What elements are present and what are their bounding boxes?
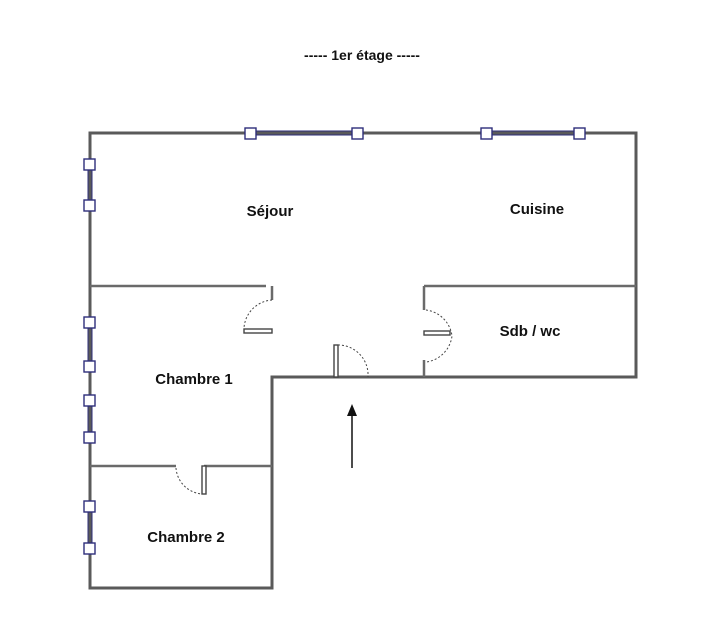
- room-label-chambre1: Chambre 1: [155, 371, 233, 388]
- room-label-sdb: Sdb / wc: [500, 323, 561, 340]
- window-left-4-node-bottom: [83, 542, 96, 555]
- interior-walls: [90, 284, 636, 468]
- window-left-3-node-top: [83, 394, 96, 407]
- room-label-cuisine: Cuisine: [510, 201, 564, 218]
- window-left-3-node-bottom: [83, 431, 96, 444]
- room-label-chambre2: Chambre 2: [147, 529, 225, 546]
- entrance-arrow: [347, 404, 357, 468]
- door-entrance-leaf: [333, 344, 339, 378]
- room-label-sejour: Séjour: [247, 203, 294, 220]
- window-left-1-node-bottom: [83, 199, 96, 212]
- floor-title: ----- 1er étage -----: [304, 47, 420, 63]
- window-left-2-node-bottom: [83, 360, 96, 373]
- window-top-2-node-left: [480, 127, 493, 140]
- door-sdb-leaf: [423, 330, 451, 336]
- door-sdb-swing: [425, 309, 453, 363]
- door-chambre1-leaf: [243, 328, 273, 334]
- window-top-2-node-right: [573, 127, 586, 140]
- window-left-4-node-top: [83, 500, 96, 513]
- door-chambre1-swing: [243, 299, 273, 329]
- door-chambre2-leaf: [201, 465, 207, 495]
- door-entrance-swing: [337, 344, 369, 378]
- windows: [83, 127, 586, 555]
- window-left-1-node-top: [83, 158, 96, 171]
- door-chambre2-swing: [175, 467, 205, 495]
- window-left-2-node-top: [83, 316, 96, 329]
- outer-walls: [88, 131, 638, 590]
- outer-wall-outline: [88, 131, 638, 590]
- window-top-1-node-right: [351, 127, 364, 140]
- doors: [175, 299, 453, 495]
- entrance-arrow-head: [347, 404, 357, 416]
- window-top-1-node-left: [244, 127, 257, 140]
